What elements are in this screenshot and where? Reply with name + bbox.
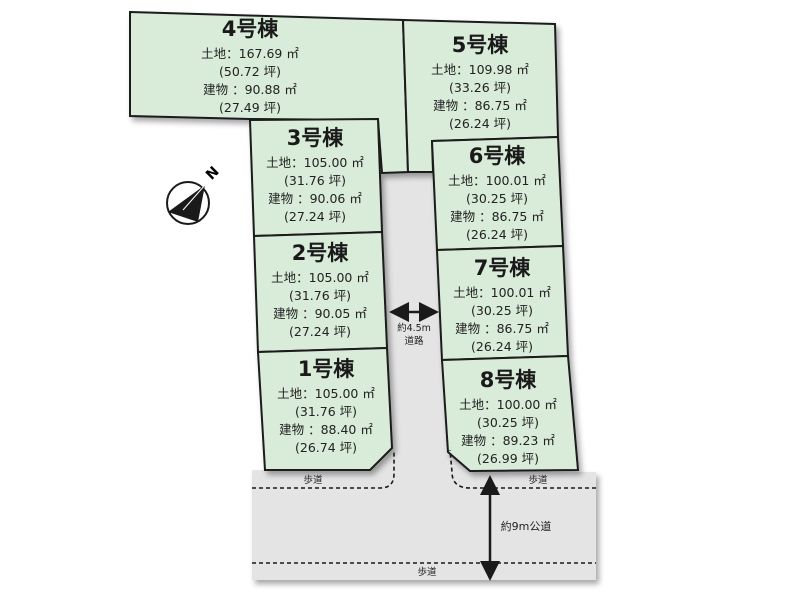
lot-land-tsubo-text: (30.25 坪) [471,303,533,318]
lot-building-tsubo-text: (26.24 坪) [471,339,533,354]
lot-land-tsubo-text: (31.76 坪) [295,404,357,419]
private-road [252,172,596,580]
lot-building-tsubo-text: (26.99 坪) [477,451,539,466]
compass-north-label: N [203,164,223,184]
road-label: 道路 [404,335,424,347]
lot-land-tsubo-text: (31.76 坪) [289,288,351,303]
lot-building-text: 建物 ：90.05 ㎡ [273,306,367,321]
lot-building-text: 建物 ：86.75 ㎡ [450,209,544,224]
lot-1[interactable] [256,346,394,471]
road-width-label: 約4.5m [397,322,431,334]
lot-building-tsubo-text: (26.24 坪) [466,227,528,242]
lot-title: 5号棟 [452,33,510,57]
lot-building-tsubo-text: (26.24 坪) [449,116,511,131]
lot-building-text: 建物 ：86.75 ㎡ [455,321,549,336]
lot-building-tsubo-text: (26.74 坪) [295,440,357,455]
lot-building-tsubo-text: (27.49 坪) [219,100,281,115]
lot-8[interactable] [440,354,580,473]
lot-building-tsubo-text: (27.24 坪) [289,324,351,339]
lot-title: 6号棟 [469,144,527,168]
lot-building-text: 建物 ：90.06 ㎡ [268,191,362,206]
lot-building-text: 建物 ：88.40 ㎡ [279,422,373,437]
lot-land-tsubo-text: (30.25 坪) [477,415,539,430]
lot-title: 8号棟 [480,368,538,392]
lot-title: 2号棟 [292,241,350,265]
lot-building-text: 建物 ：89.23 ㎡ [461,433,555,448]
lot-title: 3号棟 [287,126,345,150]
lot-land-text: 土地：105.00 ㎡ [271,270,369,285]
lot-land-tsubo-text: (33.26 坪) [449,80,511,95]
sidewalk-lines [252,449,596,564]
lot-land-text: 土地：100.00 ㎡ [459,397,557,412]
public-road-label: 約9m公道 [501,519,552,533]
lot-land-tsubo-text: (50.72 坪) [219,64,281,79]
lot-land-text: 土地：105.00 ㎡ [266,155,364,170]
lot-land-text: 土地：109.98 ㎡ [431,62,529,77]
lot-title: 7号棟 [474,256,532,280]
lot-land-text: 土地：100.01 ㎡ [448,173,546,188]
lot-land-text: 土地：167.69 ㎡ [201,46,299,61]
lot-title: 4号棟 [222,17,280,41]
lot-land-tsubo-text: (31.76 坪) [284,173,346,188]
lot-building-text: 建物 ：90.88 ㎡ [203,82,297,97]
lot-land-text: 土地：100.01 ㎡ [453,285,551,300]
lot-building-tsubo-text: (27.24 坪) [284,209,346,224]
lot-land-text: 土地：105.00 ㎡ [277,386,375,401]
sidewalk-bottom-label: 歩道 [417,566,437,578]
roads [252,172,596,580]
lot-land-tsubo-text: (30.25 坪) [466,191,528,206]
sidewalk-right-label: 歩道 [528,474,548,486]
lot-building-text: 建物 ：86.75 ㎡ [433,98,527,113]
compass-icon: N [166,164,223,225]
lot-title: 1号棟 [298,357,356,381]
sidewalk-left-label: 歩道 [303,474,323,486]
